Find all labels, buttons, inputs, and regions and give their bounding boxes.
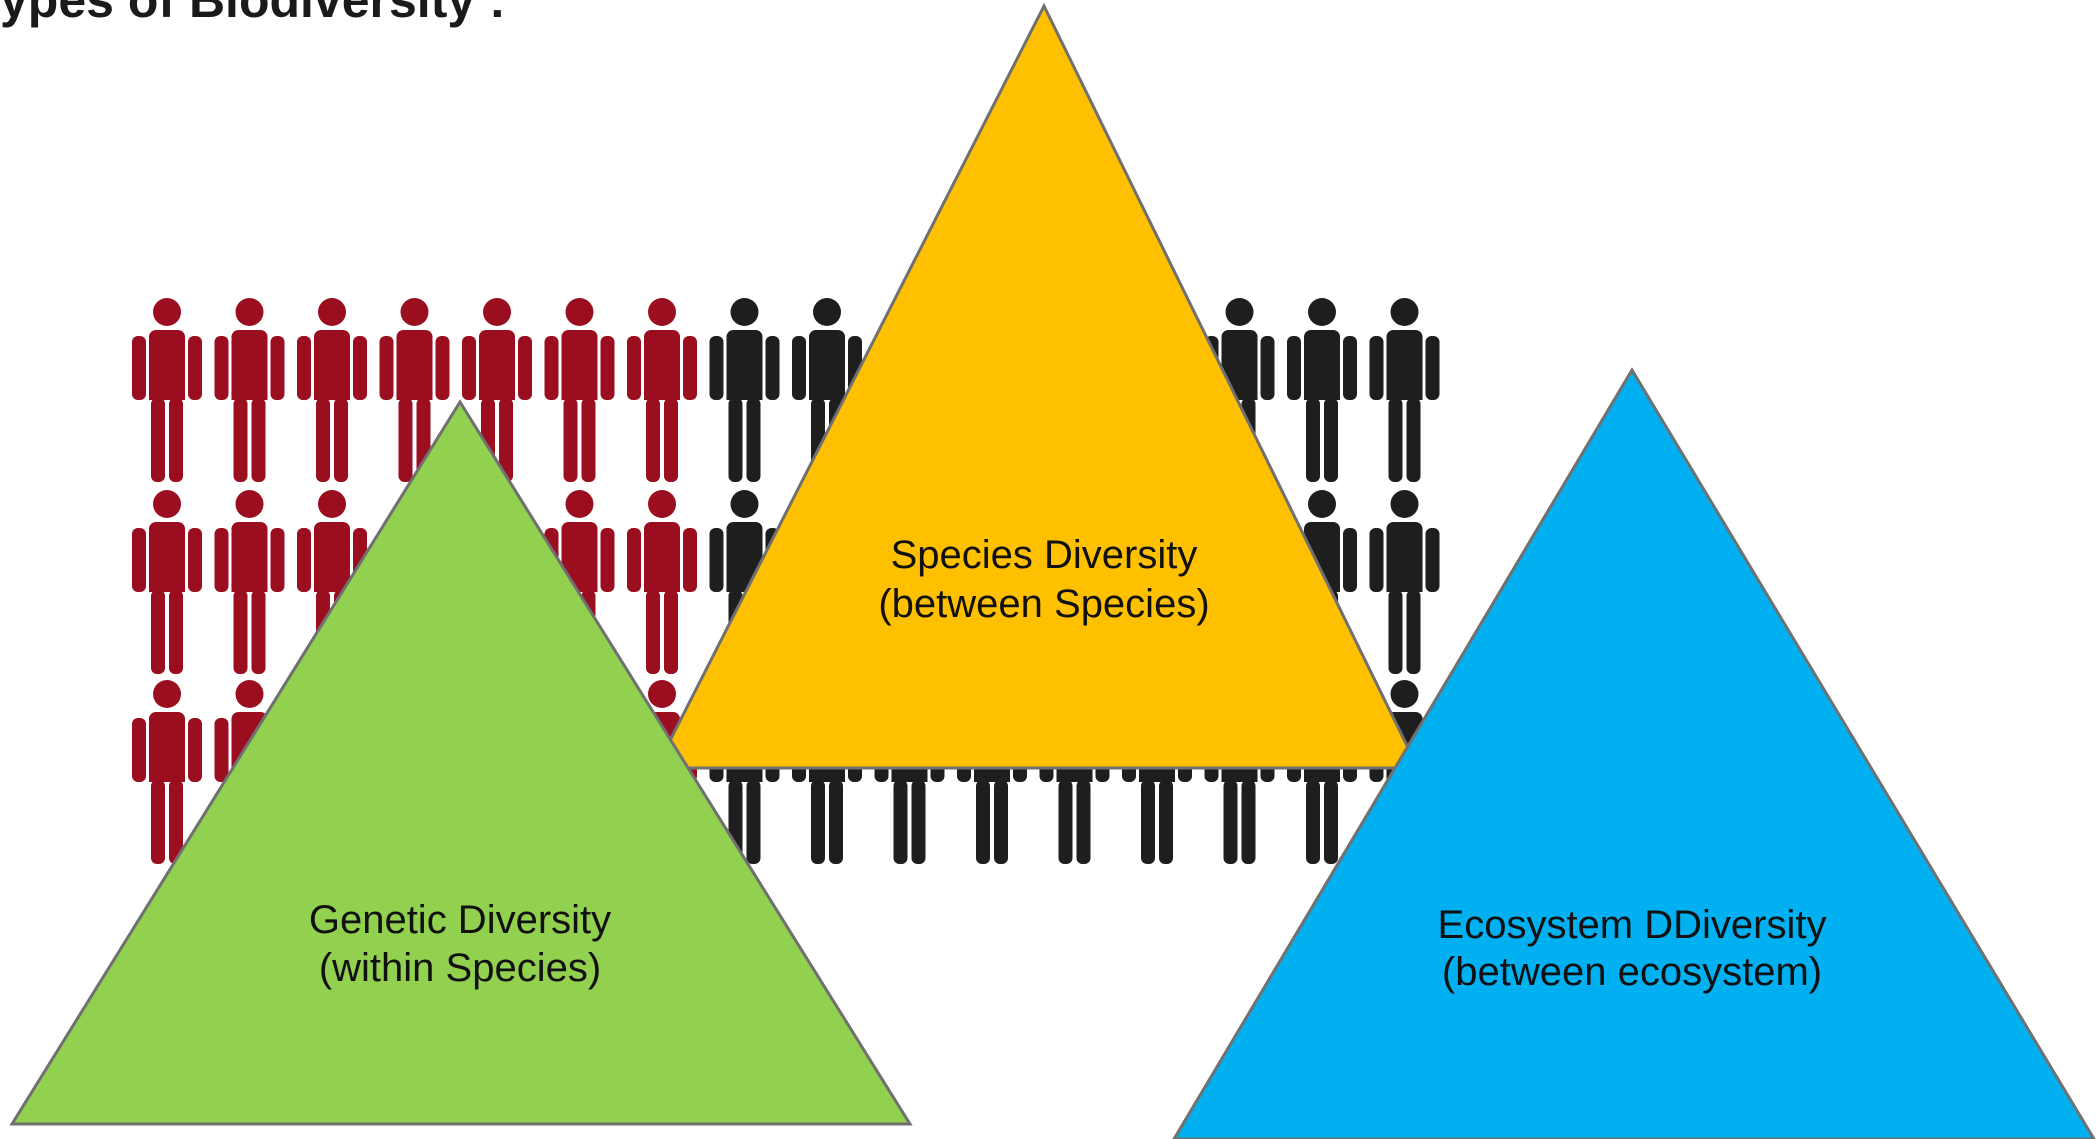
genetic-diversity-title: Genetic Diversity bbox=[309, 898, 611, 942]
person-icon-red bbox=[214, 298, 285, 482]
page-title: ypes of Biodiversity : bbox=[0, 0, 506, 28]
person-icon-red bbox=[132, 490, 202, 674]
genetic-diversity-shape bbox=[9, 399, 913, 1126]
person-icon-black bbox=[709, 298, 780, 482]
species-diversity-shape bbox=[653, 2, 1421, 770]
ecosystem-diversity-subtitle: (between ecosystem) bbox=[1442, 950, 1822, 994]
person-icon-black bbox=[1369, 490, 1440, 674]
genetic-diversity-triangle: Genetic Diversity (within Species) bbox=[9, 399, 913, 1126]
ecosystem-diversity-triangle: Ecosystem DDiversity (between ecosystem) bbox=[1172, 367, 2096, 1139]
person-icon-red bbox=[627, 490, 697, 674]
person-icon-red bbox=[214, 490, 285, 674]
person-icon-red bbox=[132, 298, 202, 482]
person-icon-red bbox=[627, 298, 697, 482]
genetic-diversity-subtitle: (within Species) bbox=[319, 946, 601, 990]
person-icon-black bbox=[1369, 298, 1440, 482]
species-diversity-triangle: Species Diversity (between Species) bbox=[653, 2, 1421, 770]
person-icon-red bbox=[297, 298, 367, 482]
person-icon-black bbox=[1287, 298, 1357, 482]
ecosystem-diversity-shape bbox=[1172, 367, 2096, 1139]
ecosystem-diversity-title: Ecosystem DDiversity bbox=[1438, 903, 1827, 947]
person-icon-red bbox=[544, 298, 615, 482]
species-diversity-title: Species Diversity bbox=[891, 533, 1198, 577]
species-diversity-subtitle: (between Species) bbox=[878, 582, 1209, 626]
